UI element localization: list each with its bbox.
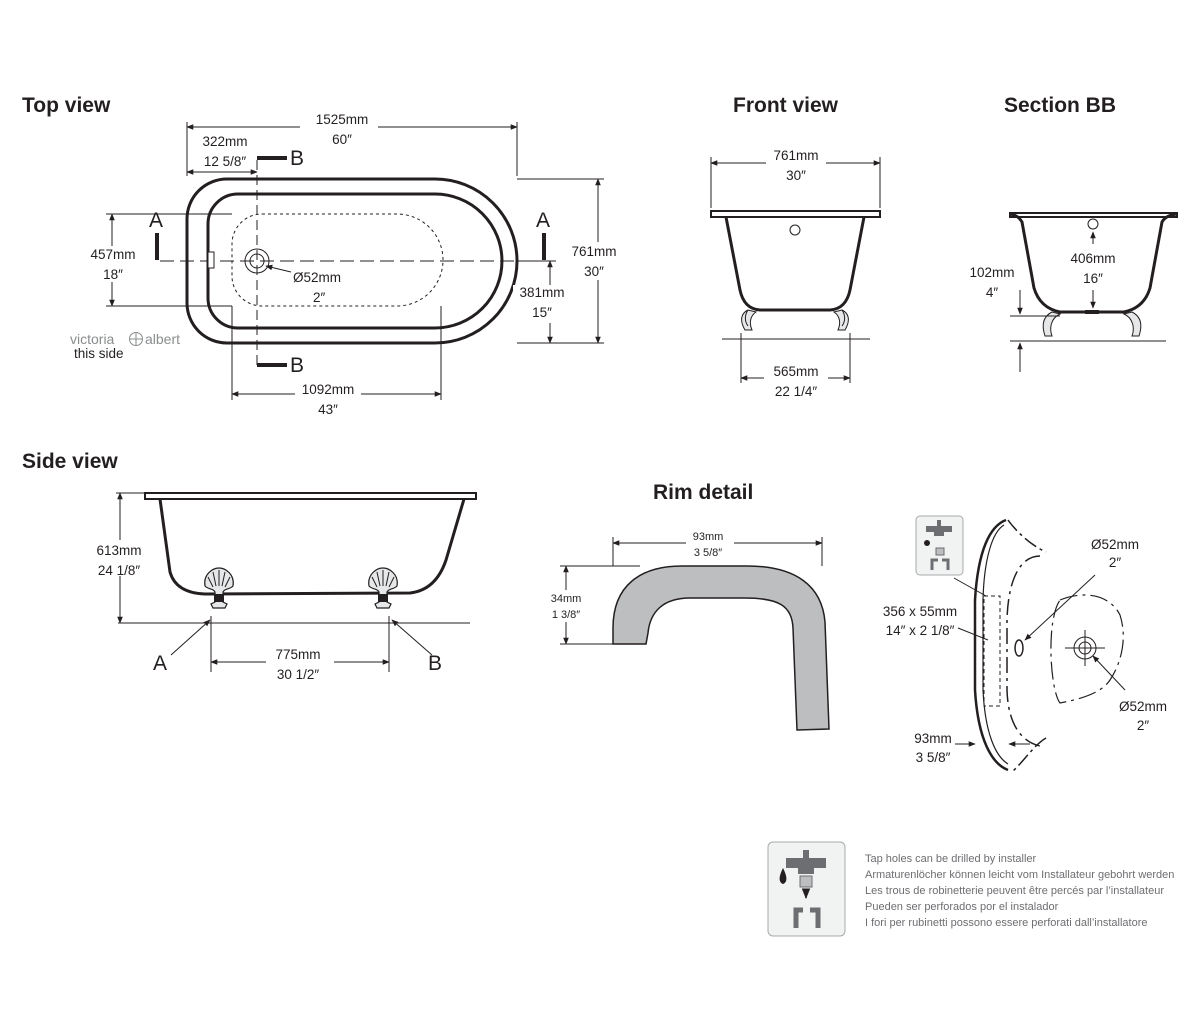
top-waste-in: 2″ [313, 290, 326, 305]
top-width-in: 30″ [584, 264, 604, 279]
top-base-mm: 1092mm [302, 382, 355, 397]
rim-height-mm: 34mm [551, 593, 582, 605]
side-body [158, 498, 466, 596]
top-offset-in: 12 5/8″ [204, 154, 247, 169]
tap-detail-tub-outer [973, 518, 1009, 772]
section-bb-title: Section BB [1004, 94, 1116, 117]
rim-detail-title: Rim detail [653, 481, 753, 504]
top-half-in: 15″ [532, 305, 552, 320]
section-overflow-icon [1087, 218, 1099, 230]
victoria-albert-logo: victoria albert [70, 331, 180, 347]
top-offset-mm: 322mm [202, 134, 247, 149]
section-foot-left [1042, 311, 1062, 337]
front-width-mm: 761mm [773, 148, 818, 163]
top-waste-mm: Ø52mm [293, 270, 341, 285]
side-height-in: 24 1/8″ [98, 563, 141, 578]
tap-waste-bot-mm: Ø52mm [1119, 699, 1167, 714]
section-waste [1085, 310, 1099, 314]
top-view-base-outline [231, 213, 444, 307]
tap-area-outline [983, 595, 1001, 707]
side-view: Side view 613mm 24 1/8″ 775mm 30 1/2″ A … [22, 450, 477, 682]
tap-note-es: Pueden ser perforados por el instalador [865, 901, 1059, 913]
rim-width-mm: 93mm [693, 531, 724, 543]
front-feet-in: 22 1/4″ [775, 384, 818, 399]
section-b-label-top: B [290, 147, 304, 170]
top-length-mm: 1525mm [316, 112, 369, 127]
top-view-title: Top view [22, 94, 111, 117]
section-b-label-bottom: B [290, 354, 304, 377]
tap-area-mm: 356 x 55mm [883, 604, 957, 619]
tap-hole-detail: Ø52mm 2″ 356 x 55mm 14″ x 2 1/8″ Ø52mm 2… [883, 515, 1167, 773]
side-label-a: A [153, 652, 167, 675]
claw-foot-icon [204, 567, 234, 609]
tap-detail-overflow-icon [1014, 639, 1024, 657]
tap-note-fr: Les trous de robinetterie peuvent être p… [865, 885, 1164, 897]
front-view-title: Front view [733, 94, 839, 117]
tap-drill-icon [767, 841, 846, 937]
front-view: Front view 761mm 30″ 565mm 22 1/4″ [710, 94, 881, 400]
top-inner-in: 18″ [103, 267, 123, 282]
rim-width-in: 3 5/8″ [694, 547, 722, 559]
section-a-label-right: A [536, 209, 550, 232]
brand-left: victoria [70, 331, 115, 347]
front-foot-left [741, 309, 758, 331]
top-view: Top view A A B B 1525mm 60″ 322mm 12 5/8… [22, 94, 626, 417]
top-base-in: 43″ [318, 402, 338, 417]
side-feet-in: 30 1/2″ [277, 667, 320, 682]
side-view-title: Side view [22, 450, 118, 473]
top-inner-mm: 457mm [90, 247, 135, 262]
tap-note-de: Armaturenlöcher können leicht vom Instal… [865, 869, 1174, 881]
front-body [724, 216, 866, 312]
front-overflow-icon [789, 224, 801, 236]
front-rim [710, 210, 881, 218]
tap-waste-top-in: 2″ [1109, 555, 1122, 570]
tap-note: Tap holes can be drilled by installer Ar… [767, 841, 1174, 937]
top-view-waste-icon [244, 248, 270, 274]
tap-detail-tub-inner [1006, 555, 1041, 747]
brand-right: albert [145, 331, 180, 347]
section-rim [1009, 212, 1178, 218]
section-foot-right [1122, 311, 1142, 337]
top-view-overflow-icon [207, 251, 215, 269]
rim-profile [612, 565, 830, 731]
rim-height-in: 1 3/8″ [552, 609, 580, 621]
front-width-in: 30″ [786, 168, 806, 183]
tap-rim-mm: 93mm [914, 731, 952, 746]
section-clear-in: 4″ [986, 285, 999, 300]
tap-waste-top-mm: Ø52mm [1091, 537, 1139, 552]
section-depth-mm: 406mm [1070, 251, 1115, 266]
rim-detail: Rim detail 93mm 3 5/8″ 34mm 1 3/8″ [545, 481, 830, 731]
section-clear-mm: 102mm [969, 265, 1014, 280]
section-a-label-left: A [149, 209, 163, 232]
top-width-mm: 761mm [571, 244, 616, 259]
tap-note-it: I fori per rubinetti possono essere perf… [865, 917, 1147, 929]
top-view-outer-outline [185, 177, 519, 345]
front-foot-right [832, 309, 849, 331]
side-label-b: B [428, 652, 442, 675]
tap-drill-icon [915, 515, 964, 576]
top-view-inner-outline [206, 192, 504, 330]
top-half-mm: 381mm [519, 285, 564, 300]
side-rim [144, 492, 477, 500]
side-height-mm: 613mm [96, 543, 141, 558]
tap-rim-in: 3 5/8″ [916, 750, 951, 765]
section-depth-in: 16″ [1083, 271, 1103, 286]
tap-note-en: Tap holes can be drilled by installer [865, 853, 1037, 865]
side-feet-mm: 775mm [275, 647, 320, 662]
tap-area-in: 14″ x 2 1/8″ [886, 623, 955, 638]
brand-side-note: this side [74, 346, 124, 361]
section-bb: Section BB 406mm 16″ 102mm 4″ [969, 94, 1178, 372]
top-length-in: 60″ [332, 132, 352, 147]
claw-foot-icon [368, 567, 398, 609]
front-feet-mm: 565mm [773, 364, 818, 379]
tap-waste-bot-in: 2″ [1137, 718, 1150, 733]
